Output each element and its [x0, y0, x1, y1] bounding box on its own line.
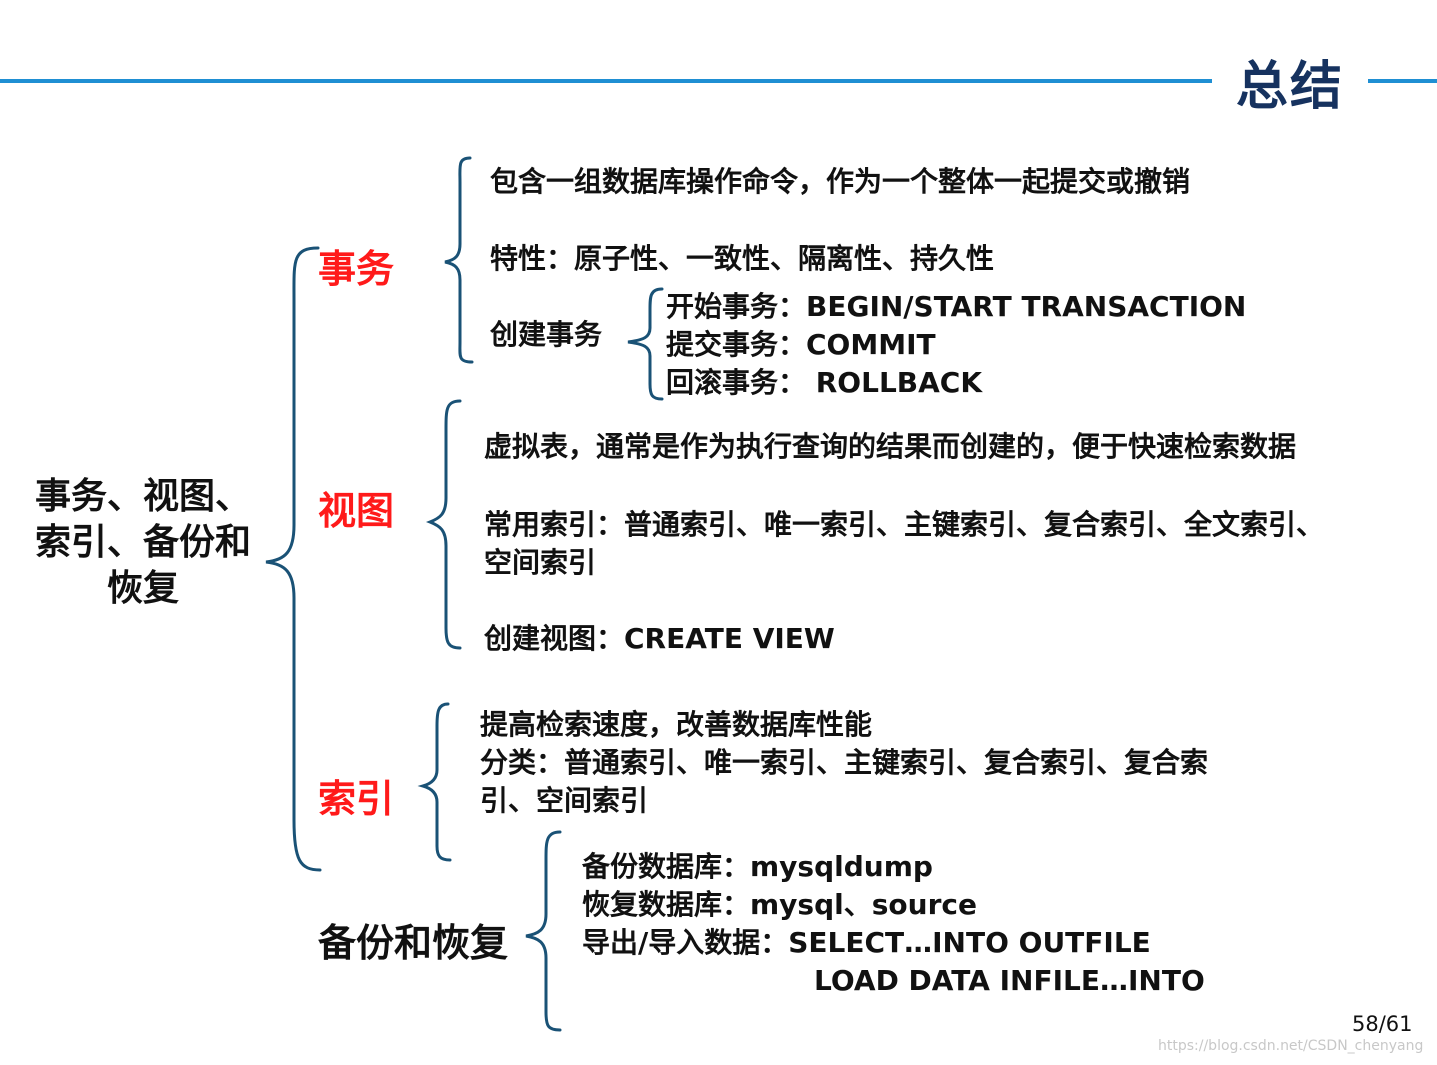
view-brace [425, 399, 462, 650]
transaction-properties: 特性：原子性、一致性、隔离性、持久性 [490, 242, 995, 275]
view-common-index-line-2: 空间索引 [484, 546, 597, 579]
view-definition: 虚拟表，通常是作为执行查询的结果而创建的，便于快速检索数据 [484, 430, 1297, 463]
index-brace [417, 702, 452, 862]
watermark: https://blog.csdn.net/CSDN_chenyang [1158, 1038, 1424, 1054]
index-types-line-1: 分类：普通索引、唯一索引、主键索引、复合索引、复合索 [480, 746, 1209, 779]
begin-transaction-item: 开始事务：BEGIN/START TRANSACTION [666, 290, 1247, 323]
root-line-1: 事务、视图、 [34, 476, 251, 517]
index-purpose: 提高检索速度，改善数据库性能 [480, 708, 873, 741]
title-rule-right [1368, 79, 1437, 83]
slide-title: 总结 [1236, 57, 1345, 117]
page-number: 58/61 [1352, 1012, 1413, 1036]
backup-brace [525, 830, 562, 1032]
view-common-index-line-1: 常用索引：普通索引、唯一索引、主键索引、复合索引、全文索引、 [484, 508, 1325, 541]
backup-dump-item: 备份数据库：mysqldump [582, 850, 933, 883]
transaction-brace [444, 156, 474, 364]
index-types-line-2: 引、空间索引 [480, 784, 649, 817]
root-line-3: 恢复 [106, 568, 179, 609]
root-node: 事务、视图、 索引、备份和 恢复 [18, 474, 268, 612]
commit-item: 提交事务：COMMIT [666, 328, 936, 361]
category-backup: 备份和恢复 [318, 921, 509, 965]
category-transaction: 事务 [318, 247, 395, 291]
transaction-definition: 包含一组数据库操作命令，作为一个整体一起提交或撤销 [490, 165, 1191, 198]
rollback-item: 回滚事务： ROLLBACK [666, 366, 983, 399]
export-import-item: 导出/导入数据：SELECT…INTO OUTFILE [582, 926, 1151, 959]
category-view: 视图 [318, 489, 395, 533]
root-line-2: 索引、备份和 [34, 522, 251, 563]
restore-item: 恢复数据库：mysql、source [582, 888, 977, 921]
title-rule-left [0, 79, 1212, 83]
category-index: 索引 [318, 777, 395, 821]
create-transaction-label: 创建事务 [490, 318, 603, 351]
create-view-item: 创建视图：CREATE VIEW [484, 622, 835, 655]
load-data-item: LOAD DATA INFILE…INTO [814, 964, 1205, 997]
root-brace [265, 246, 322, 872]
create-transaction-brace [627, 287, 664, 401]
